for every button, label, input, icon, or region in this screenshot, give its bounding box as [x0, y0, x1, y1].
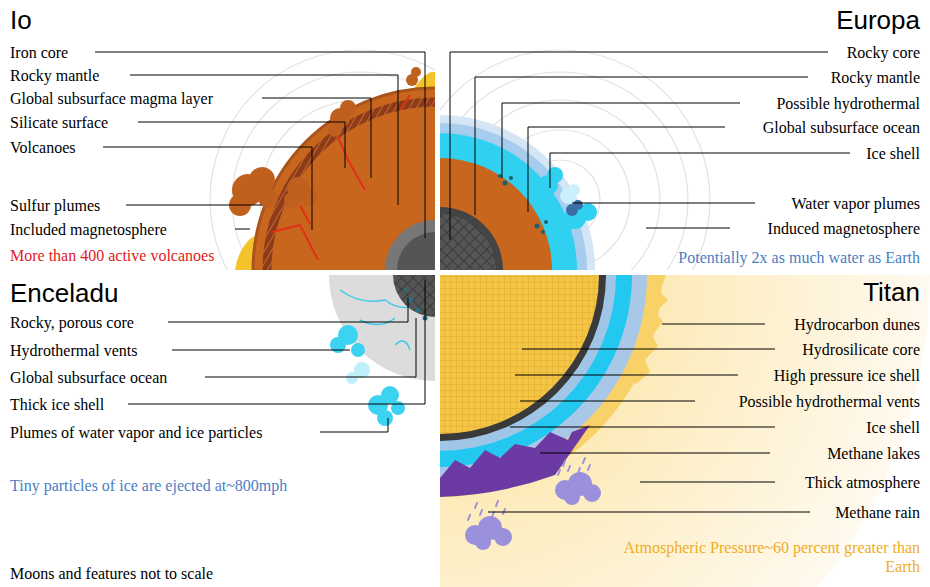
moon-name: Titan	[863, 277, 920, 307]
part-label: Global subsurface magma layer	[10, 89, 213, 108]
part-label: Global subsurface ocean	[10, 368, 167, 387]
part-label: Hydrocarbon dunes	[794, 315, 920, 334]
fact-note: More than 400 active volcanoes	[10, 246, 214, 265]
fact-note: Atmospheric Pressure~60 percent greater …	[590, 538, 920, 576]
part-label: Silicate surface	[10, 113, 108, 132]
part-label: Possible hydrothermal	[776, 94, 920, 113]
part-label: Volcanoes	[10, 138, 75, 157]
part-label: Rocky mantle	[831, 68, 920, 87]
moon-name: Io	[10, 5, 32, 35]
part-label: Ice shell	[866, 418, 920, 437]
leader-lines	[95, 52, 850, 512]
part-label: Rocky core	[847, 43, 920, 62]
part-label: High pressure ice shell	[774, 366, 920, 385]
part-label: Iron core	[10, 43, 68, 62]
part-label: Thick atmosphere	[805, 473, 920, 492]
part-label: Sulfur plumes	[10, 196, 100, 215]
part-label: Ice shell	[866, 144, 920, 163]
part-label: Possible hydrothermal vents	[739, 392, 920, 411]
part-label: Thick ice shell	[10, 395, 104, 414]
caption: Moons and features not to scale	[10, 564, 213, 583]
fact-note: Potentially 2x as much water as Earth	[678, 248, 920, 267]
part-label: Included magnetosphere	[10, 220, 167, 239]
part-label: Hydrosilicate core	[802, 340, 920, 359]
part-label: Rocky mantle	[10, 66, 99, 85]
part-label: Hydrothermal vents	[10, 341, 138, 360]
part-label: Rocky, porous core	[10, 313, 134, 332]
part-label: Global subsurface ocean	[763, 118, 920, 137]
moon-name: Europa	[836, 5, 920, 35]
part-label: Plumes of water vapor and ice particles	[10, 423, 262, 442]
moon-name: Enceladu	[10, 278, 118, 308]
part-label: Methane lakes	[827, 444, 920, 463]
part-label: Induced magnetosphere	[768, 219, 920, 238]
fact-note: Tiny particles of ice are ejected at~800…	[10, 476, 287, 495]
part-label: Methane rain	[835, 503, 920, 522]
part-label: Water vapor plumes	[792, 194, 920, 213]
